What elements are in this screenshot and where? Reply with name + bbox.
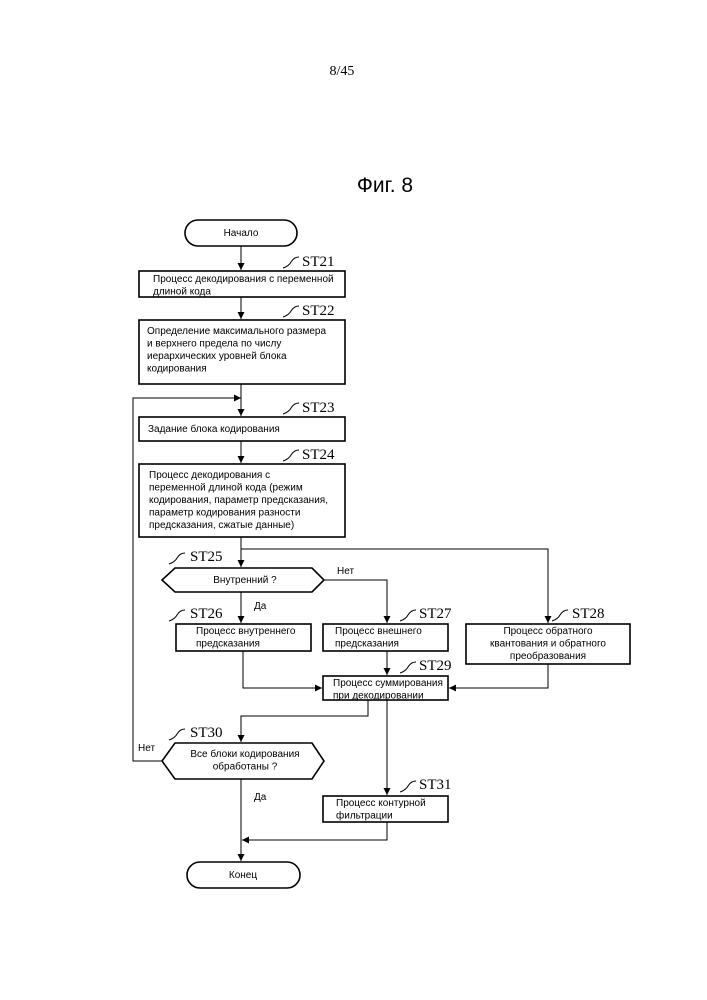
st23-tag: ST23 (302, 400, 335, 416)
st21-line: Процесс декодирования с переменной (153, 274, 334, 285)
st23-label: Задание блока кодирования (148, 423, 280, 435)
st25-line: Внутренний ? (213, 575, 277, 586)
st27-line: предсказания (335, 639, 399, 650)
st24-line: параметр кодирования разности (149, 508, 300, 519)
st24-line: предсказания, сжатые данные) (149, 520, 294, 531)
st21-line: длиной кода (153, 287, 211, 298)
st31-tag: ST31 (419, 777, 452, 793)
st31-line: Процесс контурной (336, 798, 426, 809)
st24-tag: ST24 (302, 447, 335, 463)
st29-line: Процесс суммирования (333, 678, 443, 689)
st22-line: кодирования (147, 364, 207, 375)
st22-tag: ST22 (302, 303, 335, 319)
st25-tag: ST25 (190, 549, 223, 565)
st22-line: и верхнего предела по числу (147, 339, 281, 350)
st30-yes-label: Да (254, 792, 267, 803)
end-line: Конец (229, 870, 257, 881)
st25-no-label: Нет (337, 566, 354, 577)
end-label: Конец (229, 870, 257, 881)
st24-line: Процесс декодирования с (149, 470, 270, 481)
page-number: 8/45 (330, 64, 355, 79)
st27-tag: ST27 (419, 606, 452, 622)
st28-tag: ST28 (572, 606, 605, 622)
st28-line: Процесс обратного (503, 625, 593, 637)
st22-line: Определение максимального размера (147, 326, 326, 337)
st24-line: кодирования, параметр предсказания, (149, 495, 328, 506)
st22-line: иерархических уровней блока (147, 350, 287, 362)
st26-line: Процесс внутреннего (196, 626, 296, 637)
st21-tag: ST21 (302, 254, 335, 270)
st29-line: при декодировании (333, 691, 424, 702)
st30-no-label: Нет (138, 743, 155, 754)
st26-tag: ST26 (190, 606, 223, 622)
st29-tag: ST29 (419, 658, 452, 674)
st26-line: предсказания (196, 639, 260, 650)
st28-line: квантования и обратного (490, 638, 606, 650)
start-label: Начало (224, 228, 259, 239)
figure-title: Фиг. 8 (357, 174, 413, 197)
st27-line: Процесс внешнего (335, 626, 422, 637)
st30-line: обработаны ? (213, 761, 278, 773)
st31-line: фильтрации (336, 810, 393, 822)
st25-label: Внутренний ? (213, 575, 277, 586)
st24-line: переменной длиной кода (режим (149, 483, 303, 494)
st28-line: преобразования (510, 650, 586, 662)
st23-line: Задание блока кодирования (148, 423, 280, 435)
start-line: Начало (224, 228, 259, 239)
st30-line: Все блоки кодирования (190, 748, 299, 760)
st30-tag: ST30 (190, 725, 223, 741)
st25-yes-label: Да (254, 601, 267, 612)
